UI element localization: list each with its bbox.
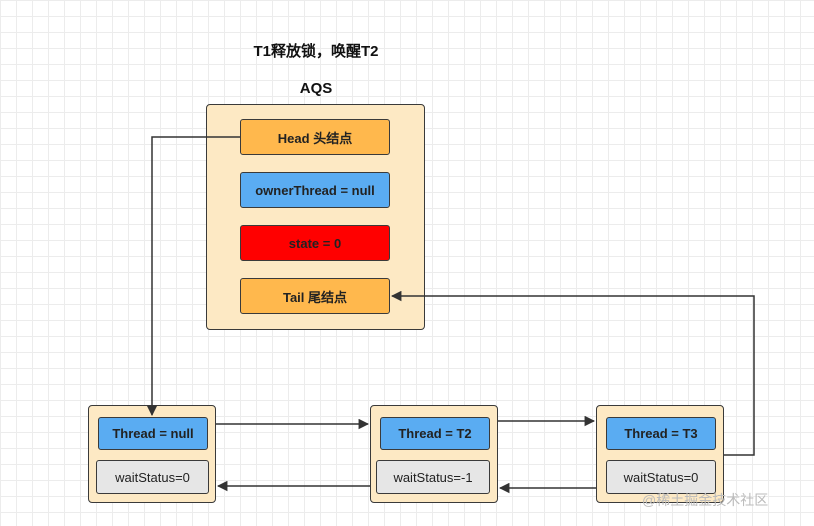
node-1-wait-status: waitStatus=0: [96, 460, 209, 494]
aqs-state-field: state = 0: [240, 225, 390, 261]
watermark: @稀土掘金技术社区: [642, 492, 769, 508]
aqs-tail-field: Tail 尾结点: [240, 278, 390, 314]
aqs-owner-thread-field: ownerThread = null: [240, 172, 390, 208]
node-2-wait-status: waitStatus=-1: [376, 460, 490, 494]
aqs-label: AQS: [299, 80, 333, 97]
head-pointer-arrow: [146, 136, 240, 417]
node-3-thread: Thread = T3: [606, 417, 716, 450]
node-2-thread: Thread = T2: [380, 417, 490, 450]
diagram-title: T1释放锁，唤醒T2: [253, 43, 379, 60]
tail-pointer-arrow: [390, 290, 755, 456]
aqs-head-field: Head 头结点: [240, 119, 390, 155]
node-3-wait-status: waitStatus=0: [606, 460, 716, 494]
node-1-thread: Thread = null: [98, 417, 208, 450]
